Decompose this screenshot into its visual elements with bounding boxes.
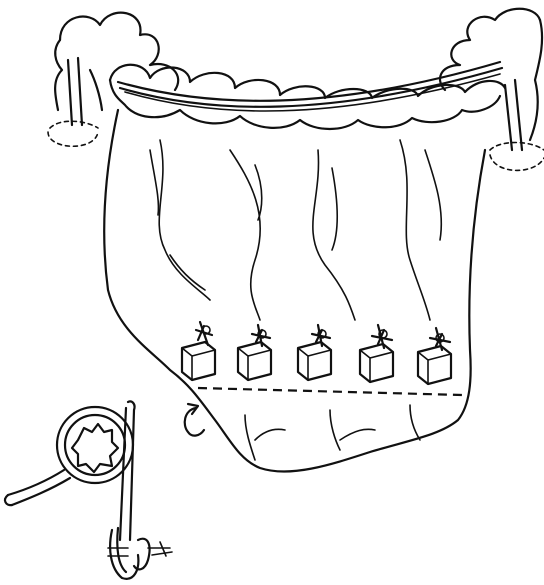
stay-suture [298,325,331,380]
inset-cross-section [5,407,133,505]
stay-suture [238,325,271,380]
stay-suture [418,328,451,384]
bowel-loop [48,9,544,171]
inset-needle [108,401,172,578]
stay-sutures [182,322,451,384]
resection-line [198,388,462,395]
curved-arrow-icon [185,404,204,436]
stay-suture [182,322,215,380]
stay-suture [360,325,393,382]
mesentery-flap [104,110,485,472]
